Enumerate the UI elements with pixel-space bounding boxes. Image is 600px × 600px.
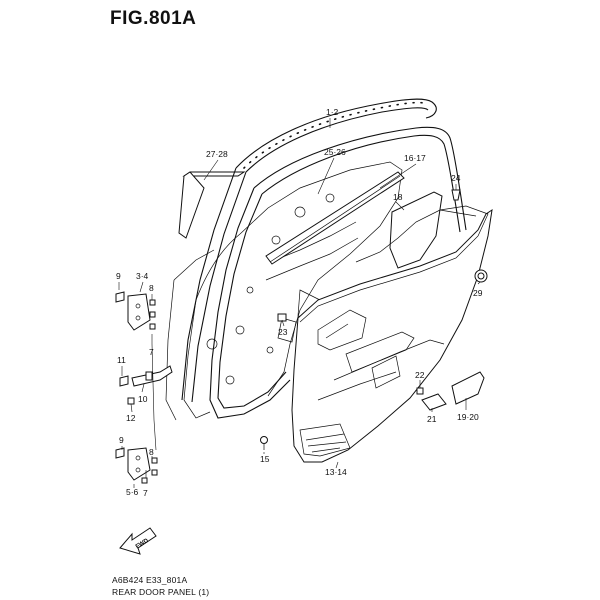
sash-garnish-strip xyxy=(178,171,246,239)
armrest-cover xyxy=(451,371,485,405)
callout-13-14: 13·14 xyxy=(325,467,347,477)
panel-clip-top xyxy=(451,189,461,201)
callout-7-lower: 7 xyxy=(143,488,148,498)
callout-24: 24 xyxy=(451,173,461,183)
trim-clip xyxy=(277,313,287,322)
figure-title: FIG.801A xyxy=(110,8,197,29)
leader-lines xyxy=(118,118,481,488)
door-inner-frame xyxy=(165,161,403,421)
callout-21: 21 xyxy=(427,414,437,424)
callout-8-lower: 8 xyxy=(149,447,154,457)
callout-labels: 1·2 27·28 25·26 16·17 24 18 9 3·4 29 8 2… xyxy=(116,107,483,498)
belt-weatherstrip xyxy=(265,171,405,265)
callout-11: 11 xyxy=(117,355,126,365)
grommet xyxy=(474,269,488,283)
callout-9-lower: 9 xyxy=(119,435,124,445)
upper-hinge xyxy=(115,291,156,331)
callout-10: 10 xyxy=(138,394,148,404)
door-sub-panel xyxy=(389,191,443,269)
callout-12: 12 xyxy=(126,413,136,423)
lower-hinge xyxy=(115,447,158,484)
callout-16-17: 16·17 xyxy=(404,153,426,163)
callout-5-6: 5·6 xyxy=(126,487,139,497)
callout-22: 22 xyxy=(415,370,425,380)
callout-7-upper: 7 xyxy=(149,347,154,357)
callout-29: 29 xyxy=(473,288,483,298)
screw-15 xyxy=(260,436,268,450)
figure-name: REAR DOOR PANEL (1) xyxy=(112,587,210,597)
callout-8-upper: 8 xyxy=(149,283,154,293)
inner-door-seal xyxy=(209,126,467,419)
figure-code: A6B424 E33_801A xyxy=(112,575,188,585)
door-trim-panel xyxy=(291,205,493,463)
callout-23: 23 xyxy=(278,327,288,337)
callout-15: 15 xyxy=(260,454,270,464)
callout-19-20: 19·20 xyxy=(457,412,479,422)
outer-weatherstrip xyxy=(181,98,437,403)
callout-25-26: 25·26 xyxy=(324,147,346,157)
callout-18: 18 xyxy=(393,192,403,202)
cover-pad xyxy=(421,393,447,411)
callout-9-upper: 9 xyxy=(116,271,121,281)
callout-27-28: 27·28 xyxy=(206,149,228,159)
door-check xyxy=(119,365,173,405)
switch-clip xyxy=(416,387,424,395)
callout-1-2: 1·2 xyxy=(326,107,339,117)
callout-3-4: 3·4 xyxy=(136,271,149,281)
forward-arrow: FWD xyxy=(119,527,157,555)
